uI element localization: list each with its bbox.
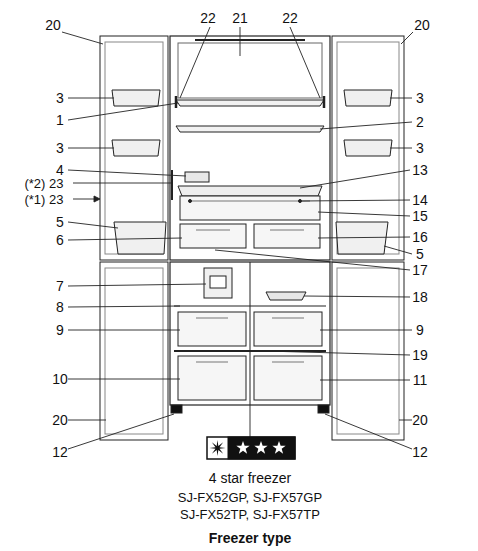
callout-number: 3 — [416, 141, 424, 155]
callout-number: 8 — [56, 300, 64, 314]
label-text: SJ-FX52TP, SJ-FX57TP — [180, 508, 320, 521]
callout-number: 5 — [416, 247, 424, 261]
callout-number: 22 — [282, 11, 298, 25]
callout-number: (*1) 23 — [24, 193, 63, 206]
callout-number: 12 — [412, 445, 428, 459]
callout-number: (*2) 23 — [24, 177, 63, 190]
callout-number: 9 — [416, 323, 424, 337]
callout-number: 5 — [56, 215, 64, 229]
callout-number: 3 — [56, 141, 64, 155]
freezer-star — [236, 441, 249, 454]
callout-number: 20 — [45, 18, 61, 32]
freezer-star — [272, 441, 285, 454]
callout-number: 11 — [413, 373, 428, 387]
callout-number: 6 — [56, 233, 64, 247]
callout-number: 15 — [412, 209, 428, 223]
callout-number: 20 — [412, 413, 428, 427]
callout-number: 1 — [56, 113, 64, 127]
callout-number: 16 — [412, 230, 428, 244]
callout-number: 3 — [56, 91, 64, 105]
label-text: SJ-FX52GP, SJ-FX57GP — [178, 491, 322, 504]
callout-number: 17 — [412, 263, 428, 277]
callout-number: 4 — [56, 163, 64, 177]
callout-number: 18 — [412, 290, 428, 304]
callout-number: 20 — [52, 413, 68, 427]
freezer-star — [210, 440, 226, 456]
callout-number: 20 — [414, 18, 430, 32]
callout-number: 19 — [412, 348, 428, 362]
callout-number: 7 — [56, 279, 64, 293]
callout-number: 10 — [52, 372, 68, 386]
callout-number: 22 — [200, 11, 216, 25]
callout-number: 21 — [232, 11, 248, 25]
callout-number: 13 — [412, 163, 428, 177]
label-text: 4 star freezer — [209, 471, 291, 485]
callout-number: 2 — [416, 115, 424, 129]
callout-number: 9 — [56, 323, 64, 337]
callout-number: 3 — [416, 91, 424, 105]
freezer-star — [254, 441, 267, 454]
caption: Freezer type — [209, 531, 291, 545]
callout-number: 14 — [412, 193, 428, 207]
callout-number: 12 — [52, 445, 68, 459]
